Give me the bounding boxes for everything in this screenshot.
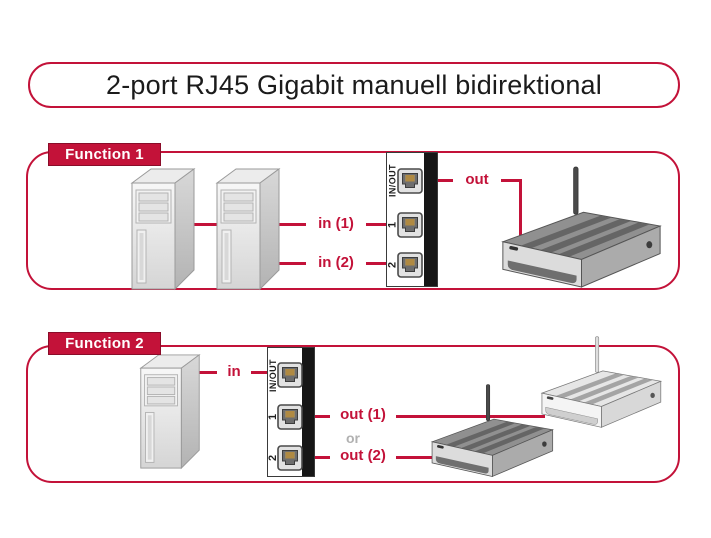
rj45-port-icon — [397, 252, 423, 278]
switch-panel-f2: IN/OUT 1 2 — [267, 347, 315, 477]
cable-f2-out1-line — [315, 415, 545, 418]
computer-tower-icon — [137, 353, 203, 470]
function1-panel — [26, 151, 680, 290]
cable-label-in2: in (2) — [306, 254, 366, 272]
function2-label: Function 2 — [48, 332, 161, 355]
cable-label-out1: out (1) — [330, 406, 396, 424]
rj45-port-icon — [397, 168, 423, 194]
rj45-port-icon — [397, 212, 423, 238]
cable-label-out2: out (2) — [330, 447, 396, 465]
cable-label-or: or — [336, 429, 370, 447]
function1-label-text: Function 1 — [65, 146, 144, 163]
cable-label-out: out — [453, 171, 501, 189]
function2-panel — [26, 345, 680, 483]
switch-side-strip — [424, 153, 437, 286]
switch-panel-f1: IN/OUT 1 2 — [386, 152, 438, 287]
function2-label-text: Function 2 — [65, 335, 144, 352]
page-title: 2-port RJ45 Gigabit manuell bidirektiona… — [106, 69, 602, 100]
computer-tower-icon — [213, 167, 283, 291]
cable-label-in1: in (1) — [306, 215, 366, 233]
function1-label: Function 1 — [48, 143, 161, 166]
cable-f1-out-line-vertical — [519, 179, 522, 241]
switch-side-strip — [302, 348, 314, 476]
wireless-router-icon — [426, 383, 558, 481]
wireless-router-icon — [495, 165, 667, 293]
title-banner: 2-port RJ45 Gigabit manuell bidirektiona… — [28, 62, 680, 108]
computer-tower-icon — [128, 167, 198, 291]
rj45-port-icon — [277, 445, 303, 471]
cable-label-in: in — [217, 363, 251, 381]
rj45-port-icon — [277, 362, 303, 388]
rj45-port-icon — [277, 404, 303, 430]
